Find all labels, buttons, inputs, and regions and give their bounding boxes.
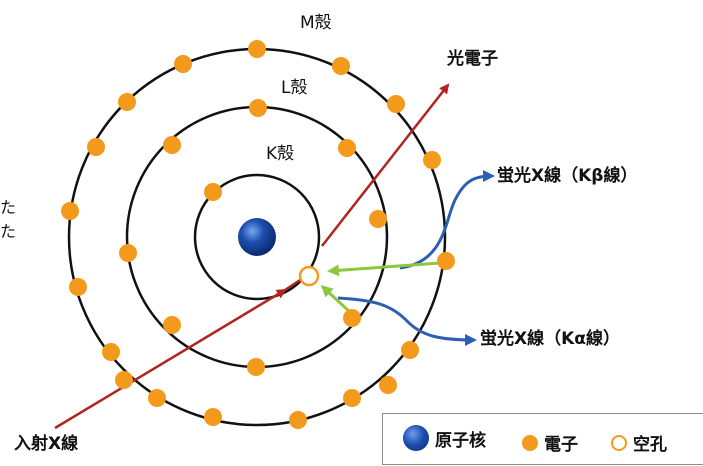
legend-nucleus-label: 原子核 [435, 430, 486, 451]
electron [248, 40, 266, 58]
electron [387, 95, 405, 113]
kalpha-label: 蛍光X線（Kα線） [480, 329, 620, 349]
kbeta-fluorescent-arrow [399, 170, 495, 270]
electron [437, 252, 455, 270]
electron [148, 389, 166, 407]
incident-xray-arrow [54, 288, 287, 430]
electron [87, 138, 105, 156]
electron [332, 57, 350, 75]
electron-icon [522, 434, 538, 451]
cut-off-text-1: た [0, 198, 17, 217]
vacancy [298, 265, 320, 287]
electron [249, 99, 267, 117]
l-to-k-transition-arrow [320, 284, 354, 316]
photoelectron-arrow [321, 83, 450, 247]
k-shell-orbit [193, 173, 321, 301]
photoelectron-label: 光電子 [447, 49, 498, 69]
electron [61, 202, 79, 220]
electron [115, 371, 133, 389]
electron [119, 244, 137, 262]
k-shell-label: K殻 [266, 144, 295, 164]
electron [163, 136, 181, 154]
electron [338, 139, 356, 157]
electron [174, 55, 192, 73]
electron [289, 411, 307, 429]
incident-xray-label: 入射X線 [14, 434, 79, 454]
electron [369, 210, 387, 228]
nucleus-icon [403, 425, 429, 451]
electron [247, 358, 265, 376]
vacancy-icon [611, 434, 627, 451]
electron [204, 408, 222, 426]
electron [423, 151, 441, 169]
legend: 原子核 電子 空孔 [382, 413, 703, 465]
electron [343, 309, 361, 327]
electron [379, 376, 397, 394]
m-shell-label: M殻 [300, 13, 332, 33]
cut-off-text-2: た [0, 222, 17, 241]
legend-electron-label: 電子 [544, 435, 578, 455]
legend-vacancy-label: 空孔 [633, 435, 667, 455]
nucleus [238, 218, 276, 256]
kbeta-label: 蛍光X線（Kβ線） [497, 166, 638, 186]
electron [118, 93, 136, 111]
electron [401, 341, 419, 359]
legend-vacancy: 空孔 [611, 430, 667, 455]
electron [102, 343, 120, 361]
electron [163, 316, 181, 334]
kalpha-fluorescent-arrow [337, 296, 477, 346]
legend-nucleus: 原子核 [403, 425, 486, 451]
legend-electron: 電子 [522, 430, 578, 455]
electron [204, 183, 222, 201]
electron [343, 389, 361, 407]
electron [69, 278, 87, 296]
l-shell-label: L殻 [281, 78, 308, 98]
m-to-k-transition-arrow [327, 261, 441, 277]
